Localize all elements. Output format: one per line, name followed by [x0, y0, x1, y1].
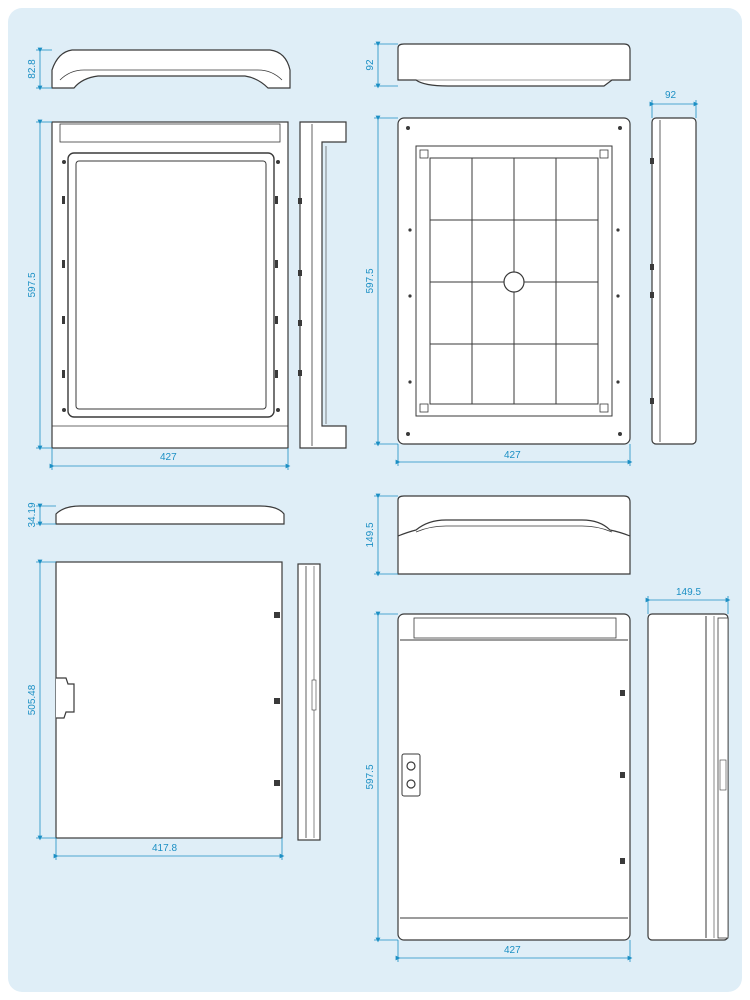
assembly-front-view — [397, 613, 631, 941]
frame-front-width-label: 427 — [160, 452, 177, 463]
assembly-top-height-label: 149.5 — [365, 522, 376, 548]
door-top-view — [55, 505, 285, 525]
assembly-side-view — [647, 613, 729, 941]
box-front-view — [397, 117, 631, 445]
box-side-depth-label: 92 — [665, 90, 677, 101]
frame-side-view — [298, 121, 347, 449]
door-front-height-label: 505.48 — [27, 684, 38, 716]
door-top-height-label: 34.19 — [27, 502, 38, 528]
frame-top-height-label: 82.8 — [27, 59, 38, 79]
frame-front-height-label: 597.5 — [27, 272, 38, 298]
frame-front-view — [51, 121, 289, 449]
door-side-view — [297, 563, 321, 841]
box-side-view — [650, 117, 697, 445]
assembly-side-depth-label: 149.5 — [676, 587, 702, 598]
door-front-width-label: 417.8 — [152, 843, 178, 854]
assembly-front-width-label: 427 — [504, 945, 521, 956]
box-top-view — [397, 43, 631, 87]
frame-top-view — [51, 49, 291, 89]
assembly-top-view — [397, 495, 631, 575]
door-front-view — [55, 561, 283, 839]
dimension-lines — [36, 41, 731, 962]
box-front-width-label: 427 — [504, 450, 521, 461]
box-front-height-label: 597.5 — [365, 268, 376, 294]
assembly-front-height-label: 597.5 — [365, 764, 376, 790]
box-top-height-label: 92 — [365, 59, 376, 71]
